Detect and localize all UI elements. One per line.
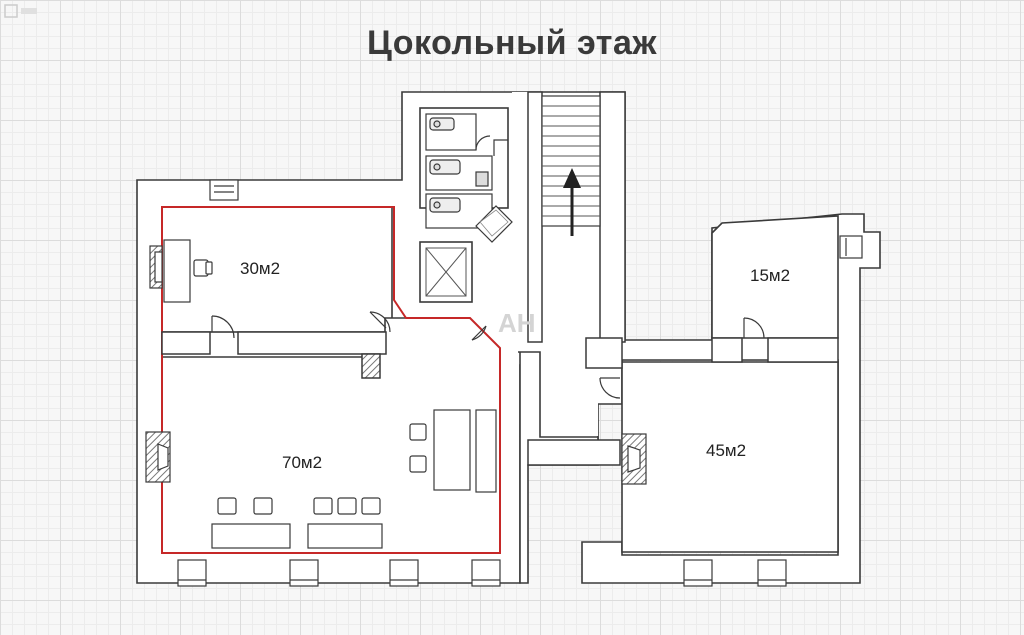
fireplace-icon bbox=[149, 245, 163, 289]
window-icon bbox=[389, 559, 419, 587]
office-chair-icon bbox=[217, 497, 237, 515]
room-label-70: 70м2 bbox=[282, 453, 322, 472]
room-15-floor bbox=[711, 215, 839, 339]
rented-area-outline bbox=[161, 206, 501, 554]
wall-30-70-right bbox=[237, 331, 387, 355]
office-chair-icon bbox=[409, 455, 427, 473]
window-icon bbox=[209, 179, 239, 201]
window-icon bbox=[177, 559, 207, 587]
window-icon bbox=[839, 235, 863, 259]
door-icon bbox=[211, 315, 235, 339]
diagonal-passage bbox=[475, 205, 513, 243]
office-chair-icon bbox=[409, 423, 427, 441]
bathrooms bbox=[425, 113, 513, 243]
watermark-text: АН bbox=[498, 308, 536, 338]
toilet-icon bbox=[433, 120, 489, 209]
conference-table bbox=[433, 409, 471, 491]
desk bbox=[163, 239, 191, 303]
office-chair-icon bbox=[253, 497, 273, 515]
bathroom-door-arc bbox=[475, 135, 491, 151]
wall-15-45 bbox=[711, 337, 743, 363]
elevator-shaft bbox=[419, 241, 473, 303]
doors bbox=[211, 311, 765, 399]
room-label-30: 30м2 bbox=[240, 259, 280, 278]
wall-corridor-bottom bbox=[527, 439, 621, 466]
door-icon bbox=[471, 325, 487, 341]
stair-wall-left bbox=[512, 92, 542, 100]
room-floors bbox=[161, 206, 839, 584]
bench bbox=[211, 523, 291, 549]
room-label-15: 15м2 bbox=[750, 266, 790, 285]
windows bbox=[177, 179, 863, 587]
door-icon bbox=[369, 311, 391, 333]
wall-hall-block bbox=[585, 337, 623, 369]
door-icon bbox=[743, 317, 765, 339]
hatched-column bbox=[361, 353, 381, 379]
sofa bbox=[475, 409, 497, 493]
window-icon bbox=[289, 559, 319, 587]
floor-plan-title: Цокольный этаж bbox=[367, 24, 657, 62]
office-chair-icon bbox=[337, 497, 357, 515]
stair-arrow-icon bbox=[563, 168, 581, 188]
bathroom-door-arc bbox=[493, 139, 508, 156]
wall-30-70-left bbox=[161, 331, 211, 355]
staircase bbox=[541, 95, 601, 236]
wall-stair-left bbox=[527, 91, 543, 343]
bench bbox=[307, 523, 383, 549]
fireplaces bbox=[145, 245, 647, 485]
door-icon bbox=[599, 377, 621, 399]
interior-walls bbox=[161, 91, 839, 466]
room-label-45: 45м2 bbox=[706, 441, 746, 460]
furniture bbox=[163, 239, 497, 549]
corner-watermark bbox=[4, 4, 38, 21]
fireplace-icon bbox=[621, 433, 647, 485]
office-chair-icon bbox=[313, 497, 333, 515]
office-chair-icon bbox=[361, 497, 381, 515]
wall-15-45-right bbox=[767, 337, 839, 363]
fireplace-icon bbox=[145, 431, 171, 483]
window-icon bbox=[683, 559, 713, 587]
logo-icon bbox=[4, 4, 37, 18]
window-icon bbox=[757, 559, 787, 587]
wall-stair-right bbox=[599, 91, 626, 343]
room-45-floor bbox=[621, 361, 839, 553]
window-icon bbox=[471, 559, 501, 587]
elevator-icon bbox=[425, 247, 467, 297]
